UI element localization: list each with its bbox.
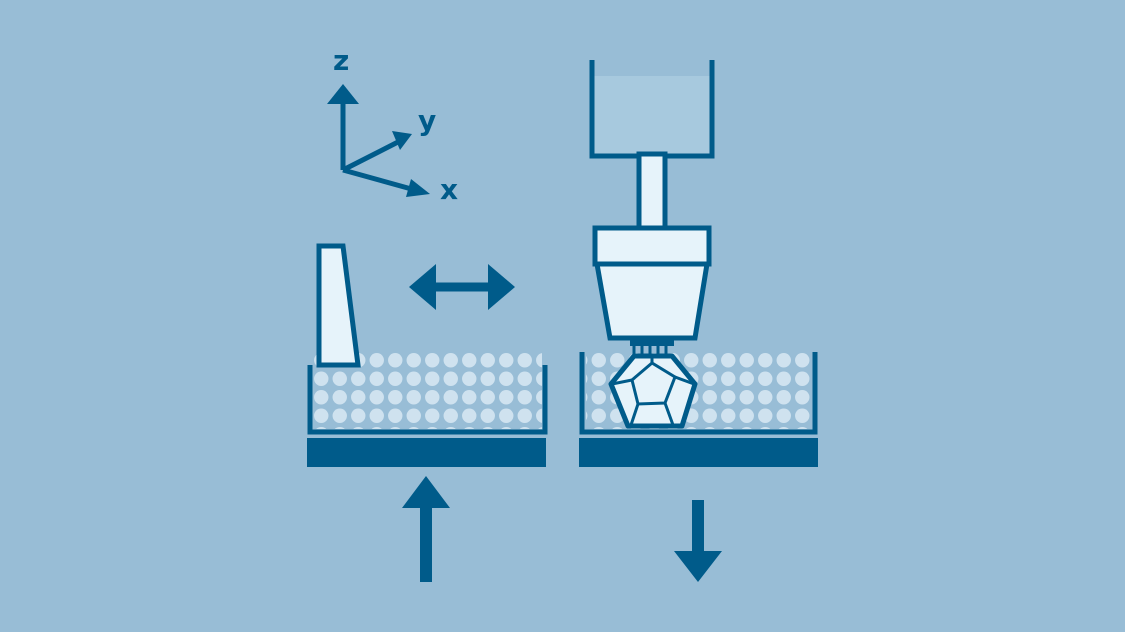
print-head-body [594,261,710,341]
build-platform [579,438,818,467]
build-bed-walls [579,352,818,435]
print-head-top [592,225,712,267]
binder-reservoir-fill [594,76,710,156]
y-axis-label: y [418,104,436,137]
feed-tube [636,151,668,231]
supply-platform [307,438,546,467]
build-bed [579,352,818,467]
nozzles [630,340,674,354]
recoater-blade-icon [316,243,361,368]
z-arrow-head-icon [327,84,359,104]
coordinate-axes: z y x [327,44,458,206]
z-axis-label: z [333,44,349,77]
x-axis-line [342,167,416,193]
double-arrow-icon [409,264,515,310]
dodecahedron-part-icon [608,353,698,429]
arrow-up-icon [402,476,450,582]
arrow-down-icon [674,500,722,582]
print-head-icon [589,60,715,354]
y-arrow-head-icon [392,131,412,150]
powder-supply-bed [307,243,548,467]
x-axis-label: x [440,173,458,206]
supply-bed-walls [307,365,548,435]
y-axis-line [341,139,400,173]
x-arrow-head-icon [406,179,430,197]
